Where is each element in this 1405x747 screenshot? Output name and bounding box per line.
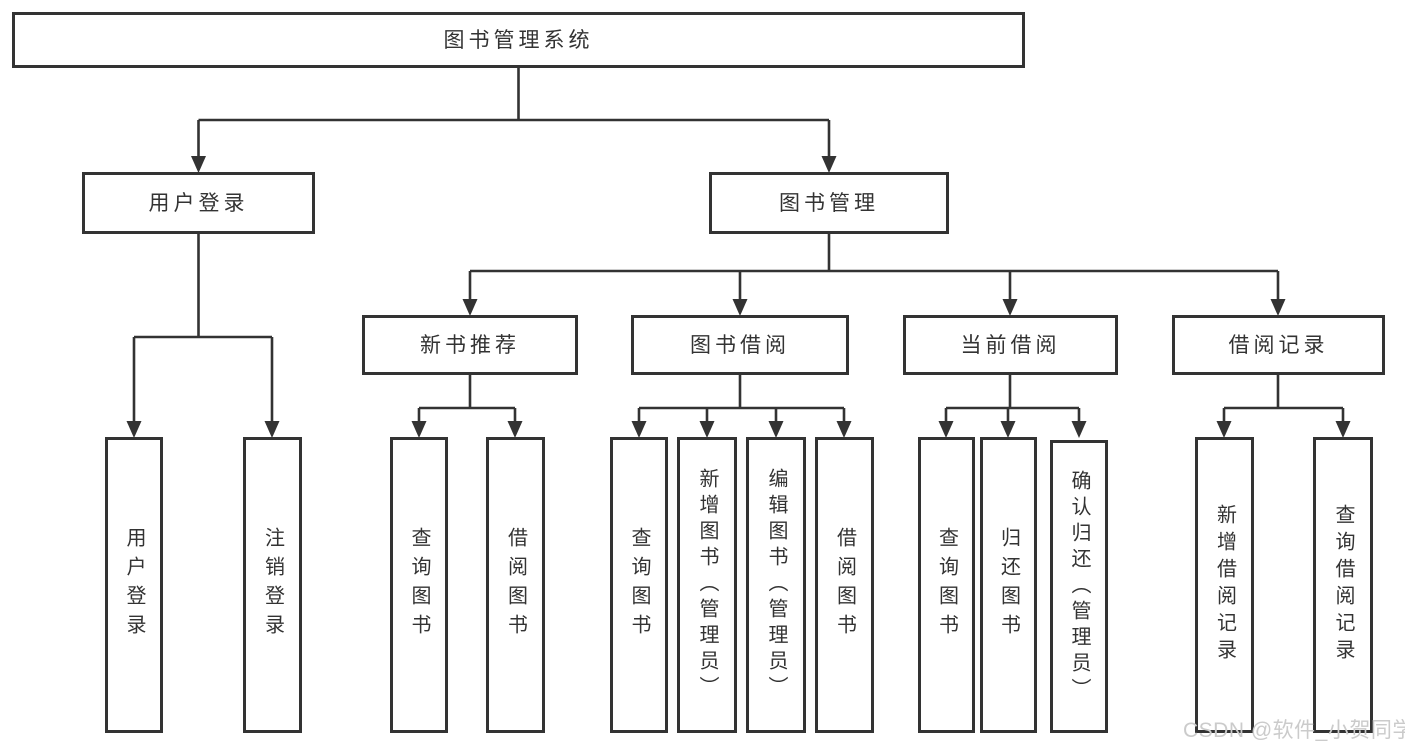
arrow-down-icon <box>1000 421 1016 438</box>
leaf-confirm-return-admin: 确认归还（管理员） <box>1050 440 1108 733</box>
leaf-logout: 注销登录 <box>243 437 302 733</box>
leaf-add-borrow-record: 新增借阅记录 <box>1195 437 1254 733</box>
node-book-borrow: 图书借阅 <box>631 315 849 375</box>
arrow-down-icon <box>191 156 206 173</box>
node-book-management: 图书管理 <box>709 172 949 234</box>
node-user-login: 用户登录 <box>82 172 315 234</box>
node-new-book-recommend: 新书推荐 <box>362 315 578 375</box>
leaf-return-books: 归还图书 <box>980 437 1037 733</box>
leaf-user-login: 用户登录 <box>105 437 163 733</box>
leaf-query-books-3: 查询图书 <box>918 437 975 733</box>
node-current-borrow: 当前借阅 <box>903 315 1118 375</box>
arrow-down-icon <box>938 421 954 438</box>
arrow-down-icon <box>264 421 280 438</box>
arrow-down-icon <box>411 421 427 438</box>
leaf-query-borrow-record: 查询借阅记录 <box>1313 437 1373 733</box>
arrow-down-icon <box>1270 299 1286 316</box>
arrow-down-icon <box>732 299 748 316</box>
arrow-down-icon <box>462 299 478 316</box>
arrow-down-icon <box>1216 421 1232 438</box>
arrow-down-icon <box>507 421 523 438</box>
arrow-down-icons <box>126 156 1351 438</box>
csdn-watermark: CSDN @软件_小贺同学 <box>1183 719 1405 742</box>
leaf-query-books-1: 查询图书 <box>390 437 448 733</box>
leaf-add-books-admin: 新增图书（管理员） <box>677 437 737 733</box>
arrow-down-icon <box>821 156 837 173</box>
leaf-borrow-books-1: 借阅图书 <box>486 437 545 733</box>
node-borrow-records: 借阅记录 <box>1172 315 1385 375</box>
arrow-down-icon <box>699 421 715 438</box>
arrow-down-icon <box>631 421 647 438</box>
leaf-edit-books-admin: 编辑图书（管理员） <box>746 437 806 733</box>
arrow-down-icon <box>768 421 784 438</box>
leaf-query-books-2: 查询图书 <box>610 437 668 733</box>
node-library-management-system: 图书管理系统 <box>12 12 1025 68</box>
arrow-down-icon <box>836 421 852 438</box>
arrow-down-icon <box>126 421 142 438</box>
connector-lines <box>132 68 1345 435</box>
arrow-down-icon <box>1071 421 1087 438</box>
arrow-down-icon <box>1335 421 1351 438</box>
leaf-borrow-books-2: 借阅图书 <box>815 437 874 733</box>
arrow-down-icon <box>1002 299 1018 316</box>
